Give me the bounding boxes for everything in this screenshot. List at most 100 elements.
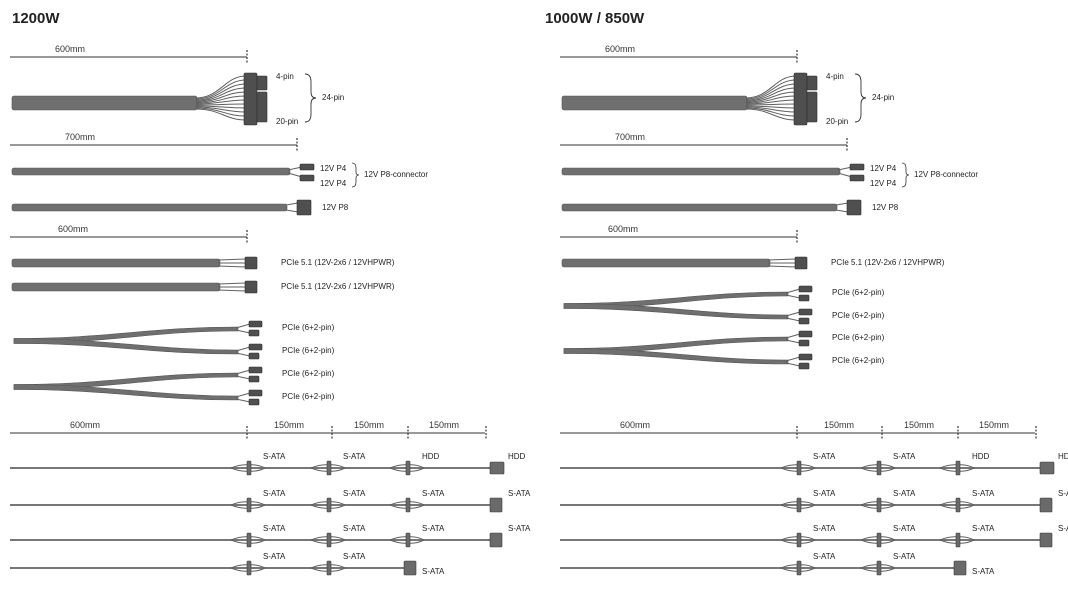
sata-label: S-ATA (893, 489, 916, 498)
12v-p8-label: 12V P8 (872, 203, 899, 212)
atx-20pin-block (256, 91, 268, 123)
pcie-2pin-connector (248, 329, 260, 337)
20pin-label: 20-pin (276, 117, 298, 126)
sata-end-connector (489, 532, 503, 548)
12v-p8-connector-label: 12V P8-connector (364, 170, 428, 179)
dimension-pcie-label: 600mm (608, 224, 638, 234)
atx-wire (195, 87, 247, 102)
pcie-6-2-label: PCIe (6+2-pin) (832, 356, 885, 365)
sata-inline-wires (939, 536, 975, 544)
sata-label: S-ATA (813, 524, 836, 533)
12v-p4-label-a: 12V P4 (320, 164, 347, 173)
sata-inline-connector (405, 532, 411, 548)
sata-inline-connector (876, 460, 882, 476)
sata-inline-wires (310, 464, 346, 472)
sata-inline-connector (326, 560, 332, 576)
12v-p8-connector-label: 12V P8-connector (914, 170, 978, 179)
sata-dim-label-150-3: 150mm (979, 420, 1009, 430)
24pin-label: 24-pin (322, 93, 344, 102)
sata-inline-connector (405, 497, 411, 513)
pcie-wires (235, 346, 251, 357)
atx-24pin-cable (11, 95, 198, 111)
sata-inline-connector (876, 560, 882, 576)
atx-wire (745, 95, 797, 104)
sata-label: S-ATA (343, 524, 366, 533)
sata-end-connector (1039, 497, 1053, 513)
atx-wire (195, 75, 247, 99)
sata-inline-connector (796, 460, 802, 476)
pcie-6-2-label: PCIe (6+2-pin) (282, 369, 335, 378)
pcie5-label: PCIe 5.1 (12V-2x6 / 12VHPWR) (281, 282, 395, 291)
sata-inline-wires (230, 564, 266, 572)
sata-end-connector (489, 497, 503, 513)
pcie-wires (235, 392, 251, 403)
sata-inline-connector (405, 460, 411, 476)
sata-dim-label-600: 600mm (70, 420, 100, 430)
cpu-split-b (287, 172, 303, 178)
cpu-split-b (837, 172, 853, 178)
sata-inline-connector (955, 460, 961, 476)
sata-inline-wires (389, 536, 425, 544)
sata-inline-wires (860, 501, 896, 509)
atx-wire (745, 103, 797, 106)
pcie-2pin-connector (798, 294, 810, 302)
atx-4pin-block (256, 75, 268, 91)
pcie-6pin-connector (248, 389, 263, 397)
sata-label: S-ATA (893, 452, 916, 461)
sata-dim-label-150-3: 150mm (429, 420, 459, 430)
pcie5-connector (244, 256, 258, 270)
12v-p8-label: 12V P8 (322, 203, 349, 212)
p8-connector (846, 199, 862, 216)
pcie-6pin-connector (798, 330, 813, 338)
atx-4pin-block (806, 75, 818, 91)
sata-end-connector (403, 560, 417, 576)
p4-connector-a (299, 163, 315, 171)
sata-inline-connector (326, 460, 332, 476)
panel-title-1200w: 1200W (12, 10, 60, 27)
sata-end-connector (953, 560, 967, 576)
sata-label: S-ATA (972, 489, 995, 498)
sata-label: S-ATA (343, 489, 366, 498)
atx-wire (195, 79, 247, 100)
sata-inline-connector (326, 497, 332, 513)
hdd-label: HDD (508, 452, 526, 461)
sata-label: S-ATA (893, 524, 916, 533)
sata-label: S-ATA (508, 524, 531, 533)
12v-p4-label-b: 12V P4 (870, 179, 897, 188)
sata-dim-label-150-2: 150mm (354, 420, 384, 430)
pcie-cable-branch-b (563, 303, 789, 320)
sata-dim-label-150-2: 150mm (904, 420, 934, 430)
atx-wire (745, 105, 797, 109)
sata-inline-wires (310, 536, 346, 544)
4pin-label: 4-pin (826, 72, 844, 81)
pcie-wires (235, 369, 251, 380)
atx-wire (745, 106, 797, 113)
pcie5-cable (11, 258, 221, 268)
pcie5-cable (561, 258, 771, 268)
hdd-molex-connector (1039, 461, 1055, 475)
atx-wire (195, 108, 247, 121)
pcie-6-2-label: PCIe (6+2-pin) (282, 346, 335, 355)
pcie-2pin-connector (798, 317, 810, 325)
sata-label: S-ATA (422, 524, 445, 533)
pcie-6-2-label: PCIe (6+2-pin) (282, 392, 335, 401)
sata-label: S-ATA (263, 552, 286, 561)
atx-wire (745, 83, 797, 101)
sata-inline-wires (230, 464, 266, 472)
sata-inline-connector (796, 532, 802, 548)
atx-wire (195, 99, 247, 105)
dimension-24pin-label: 600mm (605, 44, 635, 54)
cpu-p8-cable (561, 203, 838, 212)
cpu-split-a (287, 166, 303, 171)
panel-title-1000w-850w: 1000W / 850W (545, 10, 645, 27)
pcie5-connector (244, 280, 258, 294)
pcie-6pin-connector (248, 343, 263, 351)
sata-label: S-ATA (813, 552, 836, 561)
pcie5-wires (767, 258, 797, 268)
pcie-6-2-label: PCIe (6+2-pin) (832, 311, 885, 320)
sata-inline-wires (860, 536, 896, 544)
sata-label: S-ATA (263, 524, 286, 533)
pcie-6-2-label: PCIe (6+2-pin) (832, 288, 885, 297)
atx-wire (745, 75, 797, 99)
sata-inline-connector (955, 532, 961, 548)
